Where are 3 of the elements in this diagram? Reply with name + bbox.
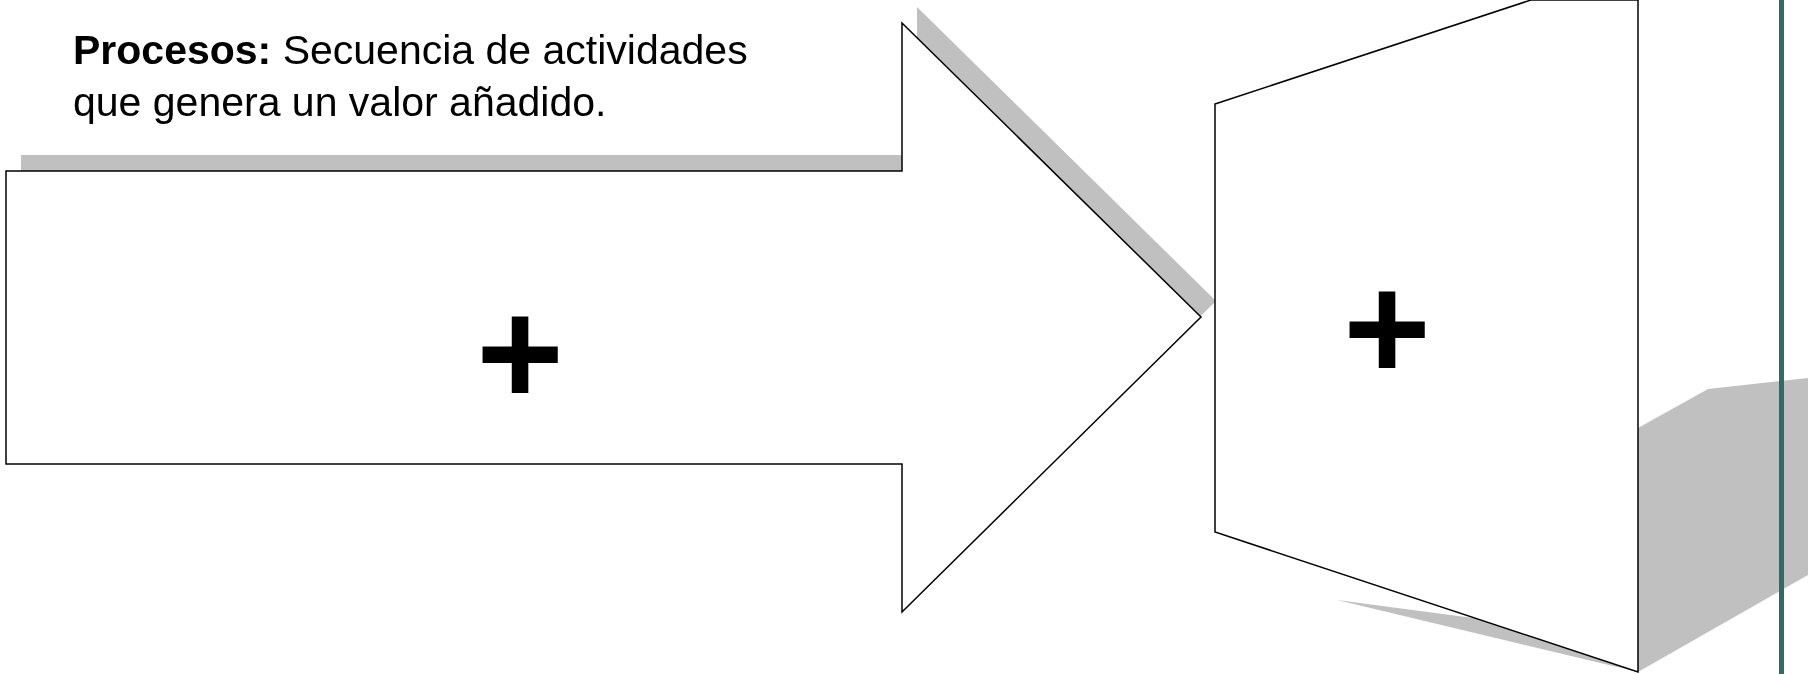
- definition-text: Procesos: Secuencia de actividades que genera un valor añadido.: [73, 26, 749, 127]
- plus-sign: +: [476, 278, 564, 428]
- plus-sign: +: [1343, 253, 1431, 403]
